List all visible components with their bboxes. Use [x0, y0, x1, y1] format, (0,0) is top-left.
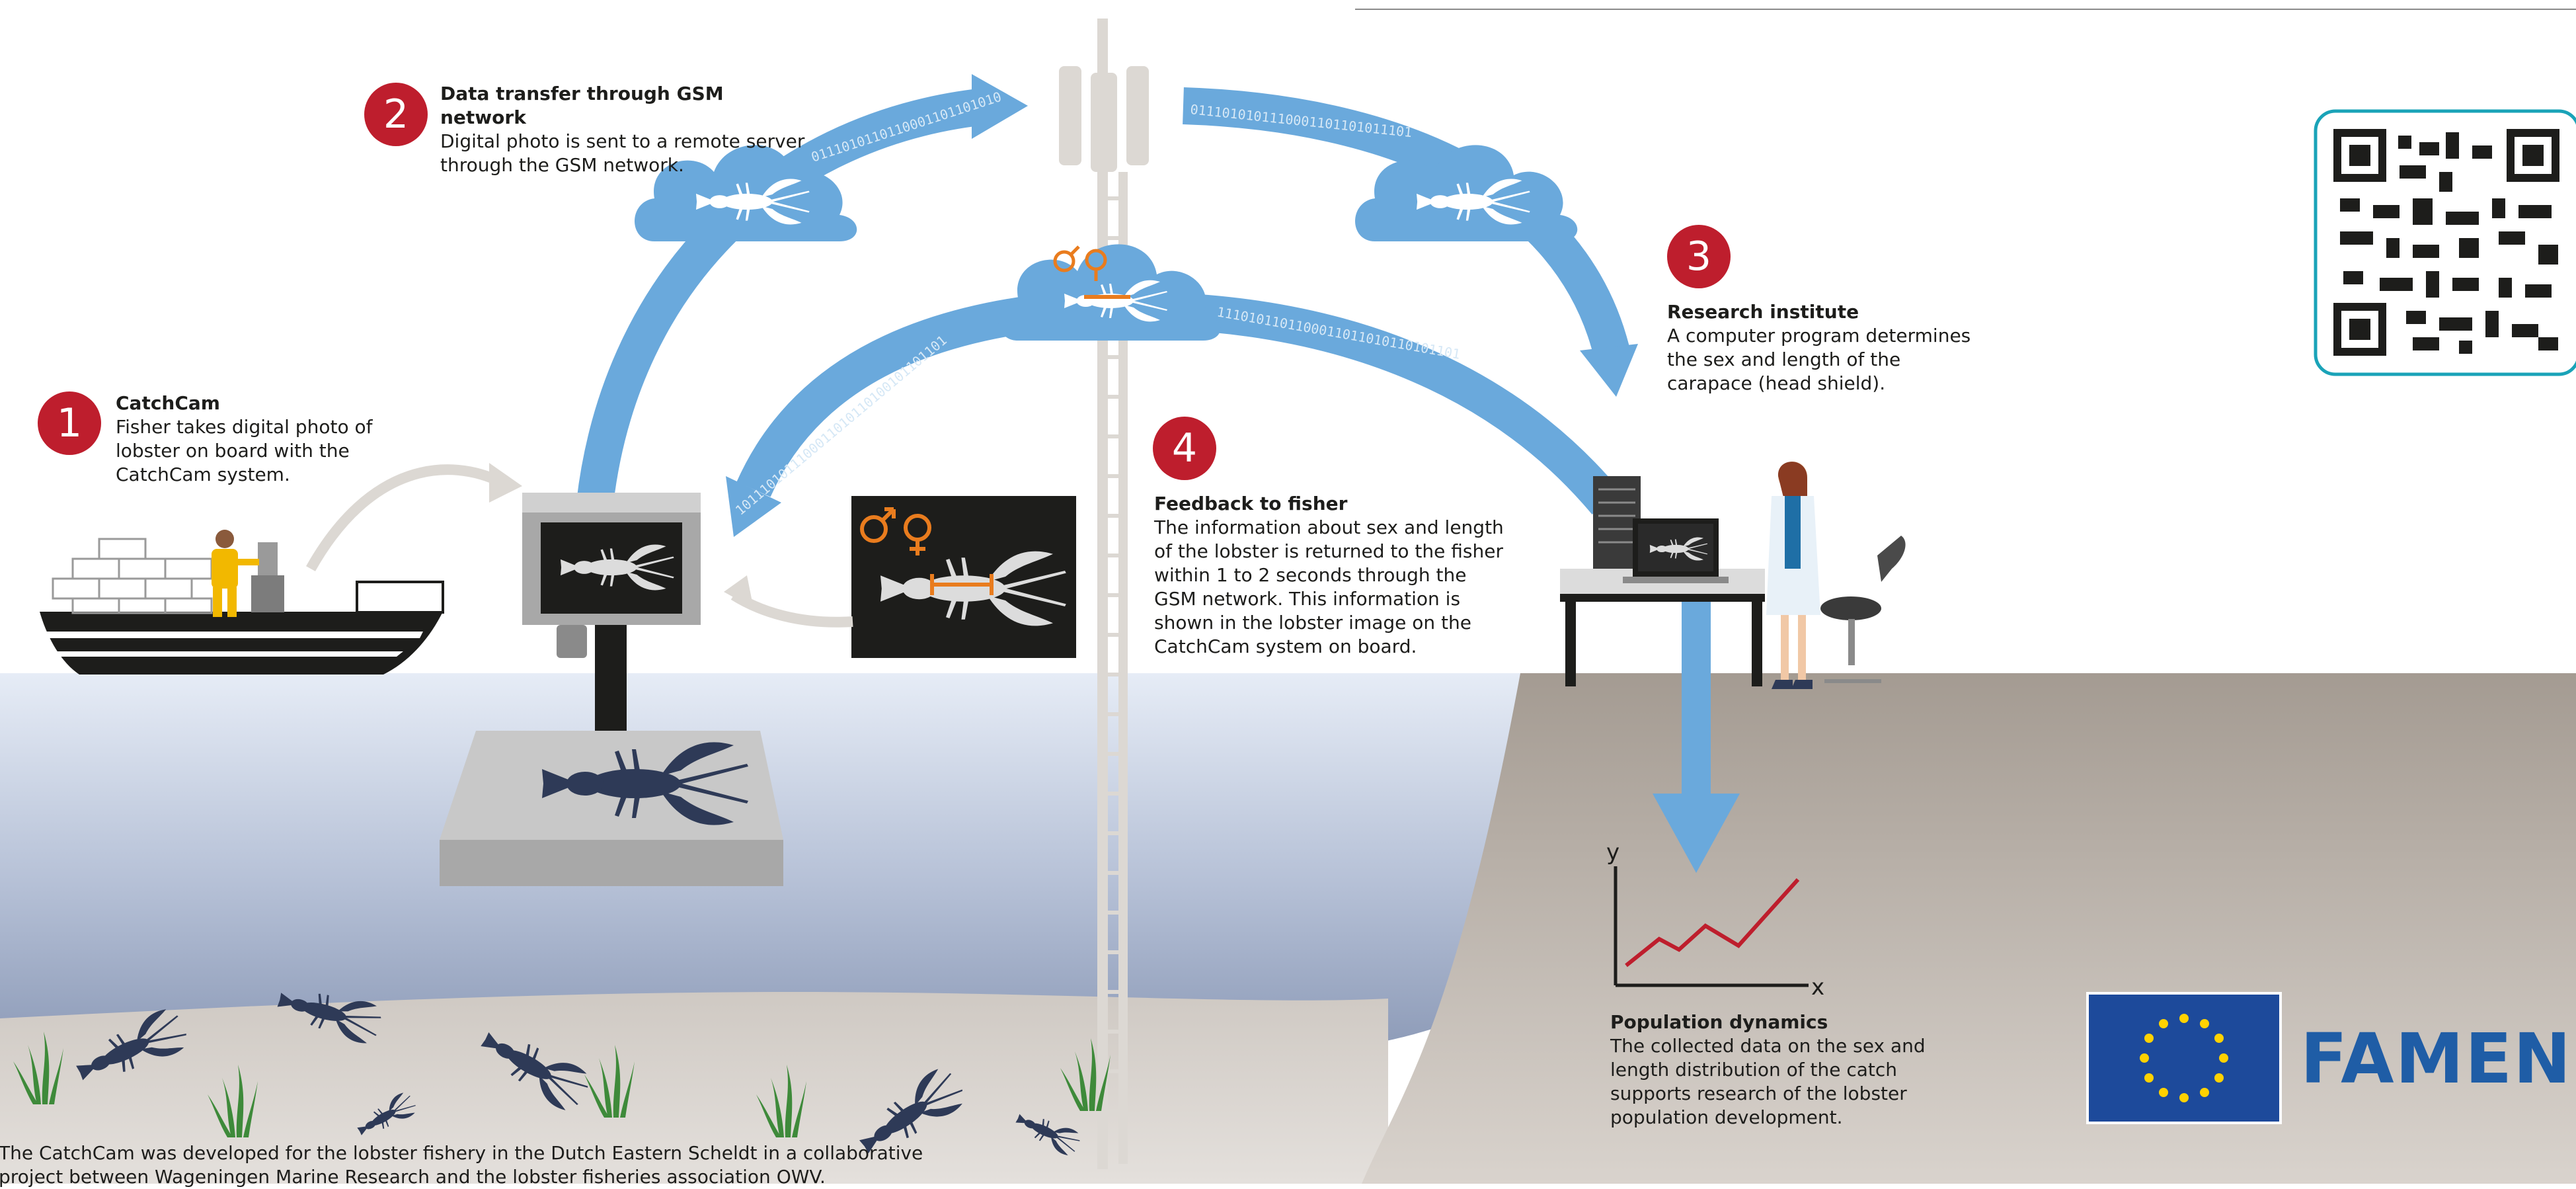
step-1-title: CatchCam — [116, 392, 220, 414]
step-2-badge: 2 — [364, 83, 428, 146]
arrow-boat-to-camera — [306, 464, 505, 571]
step-4-badge: 4 — [1153, 417, 1216, 480]
qr-code — [2314, 109, 2576, 376]
step-2-body: Digital photo is sent to a remote server… — [440, 130, 805, 176]
step-1-badge: 1 — [38, 391, 101, 455]
population-title: Population dynamics — [1610, 1011, 1828, 1033]
step-3-body: A computer program determines the sex an… — [1667, 325, 1971, 394]
population-text: Population dynamics The collected data o… — [1610, 1010, 1934, 1129]
feedback-image — [851, 496, 1076, 658]
step-4-title: Feedback to fisher — [1154, 493, 1348, 514]
cloud-icon-right — [1355, 145, 1578, 241]
chart-axis-y-label: y — [1606, 839, 1620, 866]
step-1-text: CatchCam Fisher takes digital photo of l… — [116, 391, 393, 487]
population-body: The collected data on the sex and length… — [1610, 1035, 1926, 1128]
step-4-body: The information about sex and length of … — [1154, 516, 1504, 657]
research-lab — [1560, 462, 1906, 689]
step-3-text: Research institute A computer program de… — [1667, 300, 1984, 395]
arrow-lab-to-boat-right — [1163, 292, 1621, 514]
arrow-image-to-camera-head — [724, 575, 754, 608]
arrow-boat-to-camera-head — [489, 463, 522, 503]
famenet-logo: FAMENET — [2300, 1018, 2576, 1099]
chart-axis-x-label: x — [1811, 974, 1824, 1001]
fisher — [212, 530, 259, 617]
step-2-text: Data transfer through GSM network Digita… — [440, 82, 810, 177]
step-2-title: Data transfer through GSM network — [440, 83, 724, 128]
step-4-text: Feedback to fisher The information about… — [1154, 492, 1504, 659]
footer-note: The CatchCam was developed for the lobst… — [0, 1142, 923, 1188]
catchcam-device — [440, 493, 783, 886]
arrow-boat-to-tower-head — [972, 74, 1028, 139]
cloud-icon-center — [998, 244, 1221, 341]
step-1-body: Fisher takes digital photo of lobster on… — [116, 416, 373, 485]
male-female-icon — [860, 507, 931, 555]
male-female-icon-small — [1053, 245, 1107, 281]
fishing-boat — [40, 538, 444, 675]
eu-flag-logo — [2086, 992, 2282, 1124]
step-3-badge: 3 — [1667, 225, 1731, 288]
land — [1362, 673, 2576, 1184]
population-chart: y x — [1606, 839, 1824, 1001]
population-trend-line — [1625, 878, 1800, 967]
arrow-lab-to-chart-head — [1653, 794, 1740, 873]
seafloor — [0, 992, 1388, 1184]
arrow-tower-to-lab-head — [1580, 344, 1638, 397]
arrow-lab-to-boat-head — [726, 476, 781, 537]
step-3-title: Research institute — [1667, 301, 1859, 323]
